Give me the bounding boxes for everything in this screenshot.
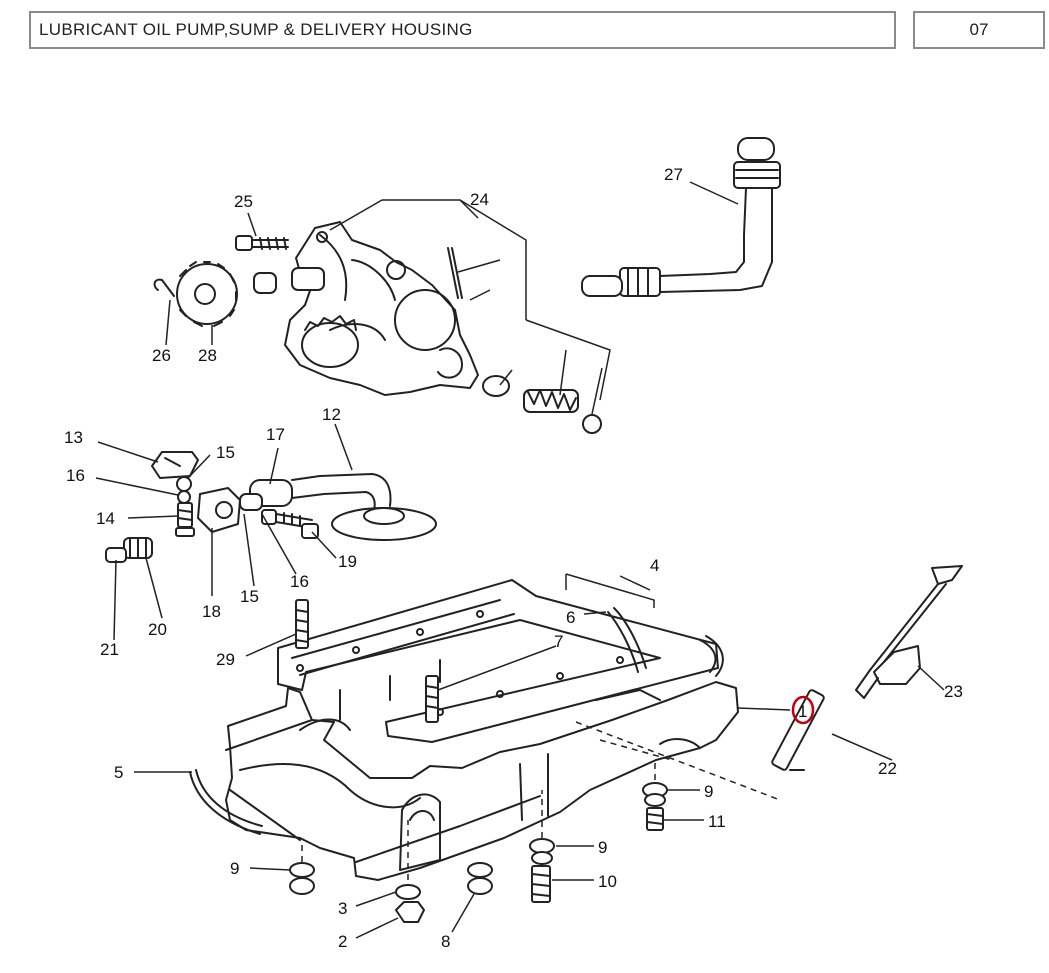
callout-18: 18 — [202, 602, 221, 621]
callout-22: 22 — [878, 759, 897, 778]
callout-labels: 1 2 3 4 5 6 7 8 9 9 9 10 11 12 13 14 15 … — [64, 165, 963, 951]
bolt-25 — [235, 212, 289, 251]
callout-23: 23 — [944, 682, 963, 701]
gear-28 — [176, 261, 238, 345]
callout-9-left: 9 — [230, 859, 239, 878]
callout-19: 19 — [338, 552, 357, 571]
callout-17: 17 — [266, 425, 285, 444]
fasteners — [249, 760, 704, 939]
page-code: 07 — [969, 20, 989, 39]
callout-11: 11 — [708, 812, 726, 831]
title-box: LUBRICANT OIL PUMP,SUMP & DELIVERY HOUSI… — [29, 11, 896, 49]
callout-12: 12 — [322, 405, 341, 424]
callout-7: 7 — [554, 632, 563, 651]
callout-2: 2 — [338, 932, 347, 951]
pump-shaft-stub — [253, 272, 277, 294]
highlight-ring-callout-1 — [791, 695, 815, 725]
oil-sump-1 — [225, 659, 791, 881]
callout-26: 26 — [152, 346, 171, 365]
callout-28: 28 — [198, 346, 217, 365]
callout-29: 29 — [216, 650, 235, 669]
dipstick-23 — [855, 565, 963, 699]
callout-8: 8 — [441, 932, 450, 951]
stud-7 — [425, 645, 557, 723]
callout-20: 20 — [148, 620, 167, 639]
callout-3: 3 — [338, 899, 347, 918]
seal-5 — [134, 769, 263, 835]
dipstick-tube-22 — [771, 689, 893, 771]
callout-5: 5 — [114, 763, 123, 782]
stud-29 — [245, 599, 309, 657]
callout-1: 1 — [798, 702, 807, 721]
page-code-box: 07 — [913, 11, 1045, 49]
callout-24: 24 — [470, 190, 489, 209]
diagram-title: LUBRICANT OIL PUMP,SUMP & DELIVERY HOUSI… — [39, 20, 473, 39]
callout-16-left: 16 — [66, 466, 85, 485]
seal-6 — [583, 607, 724, 677]
callout-16-right: 16 — [290, 572, 309, 591]
callout-27: 27 — [664, 165, 683, 184]
sump-gasket-4 — [277, 573, 719, 743]
callout-14: 14 — [96, 509, 115, 528]
oil-pump-assembly — [284, 199, 611, 434]
pump-bracket-group — [95, 441, 337, 641]
callout-21: 21 — [100, 640, 119, 659]
callout-6: 6 — [566, 608, 575, 627]
callout-4: 4 — [650, 556, 659, 575]
callout-25: 25 — [234, 192, 253, 211]
suction-pipe-12 — [291, 423, 437, 541]
callout-9-right: 9 — [704, 782, 713, 801]
callout-9-middle: 9 — [598, 838, 607, 857]
delivery-pipe-27 — [581, 137, 781, 297]
callout-15-bottom: 15 — [240, 587, 259, 606]
callout-15-top: 15 — [216, 443, 235, 462]
callout-10: 10 — [598, 872, 617, 891]
callout-13: 13 — [64, 428, 83, 447]
key-26 — [153, 278, 175, 346]
